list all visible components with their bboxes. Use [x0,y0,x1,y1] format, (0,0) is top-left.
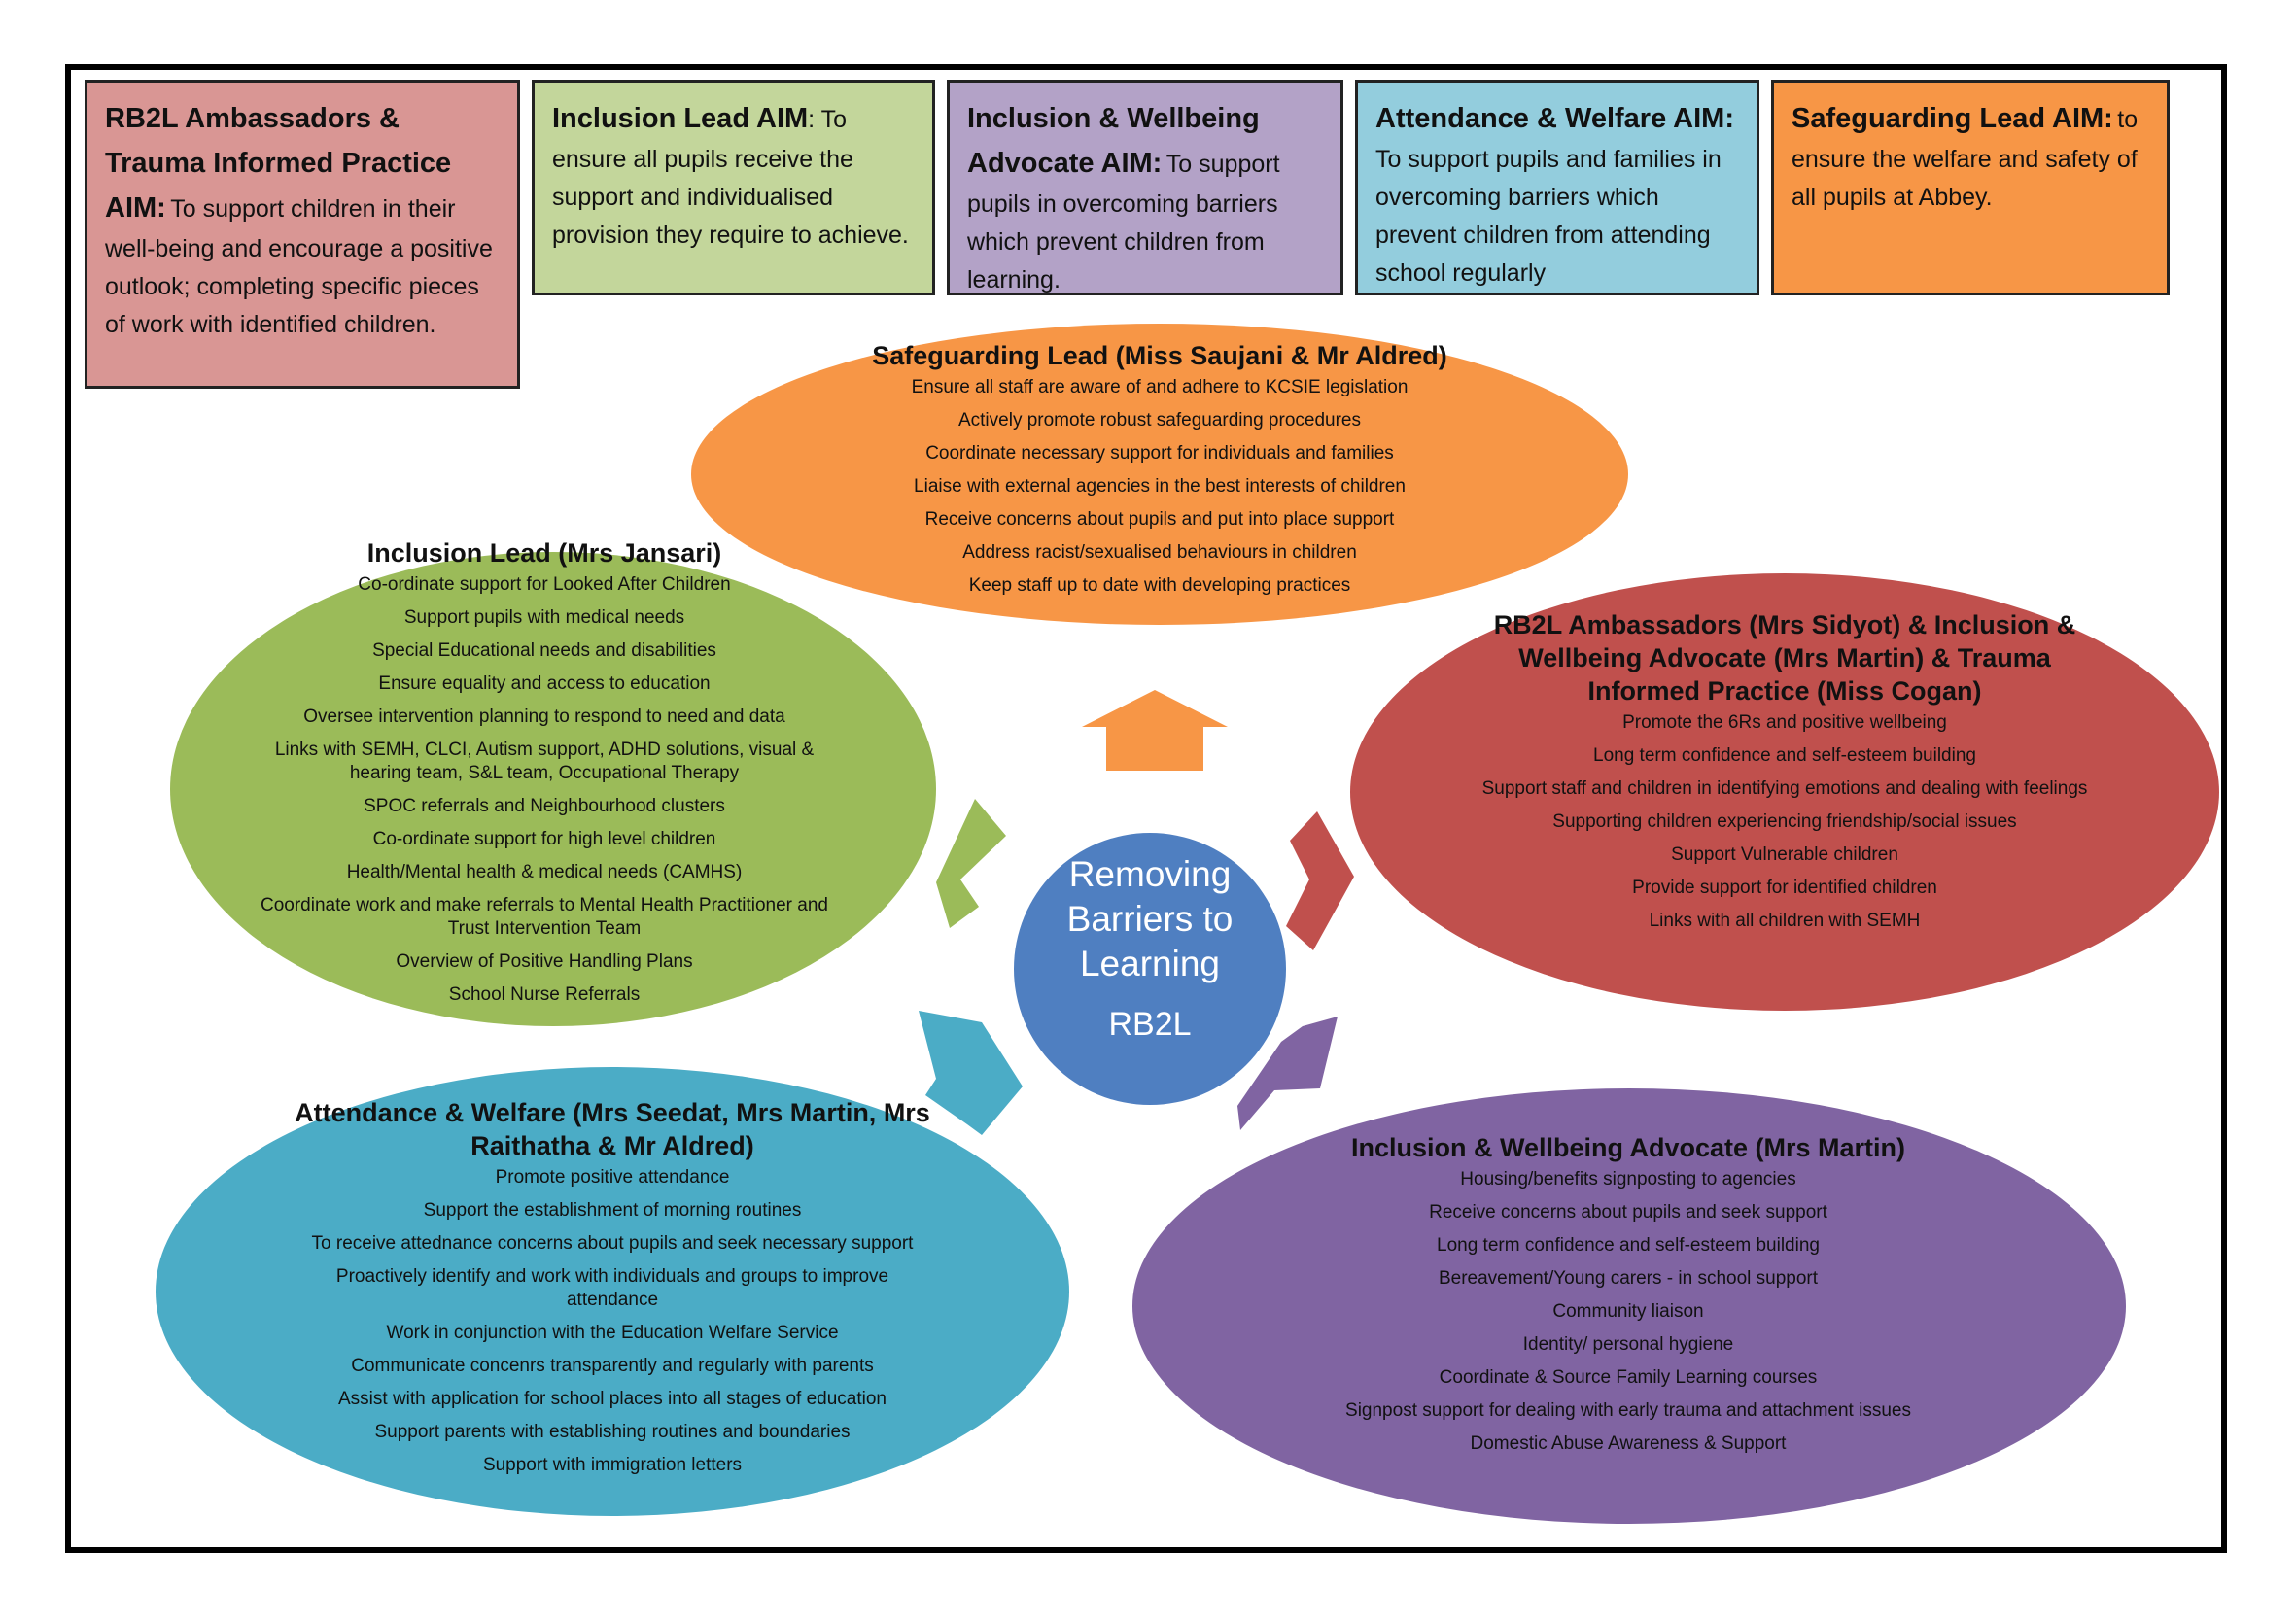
center-circle: Removing Barriers to Learning RB2L [1014,833,1286,1105]
list-item: SPOC referrals and Neighbourhood cluster… [364,796,725,816]
section-heading: RB2L Ambassadors (Mrs Sidyot) & Inclusio… [1493,610,2076,706]
rb2l-block: RB2L Ambassadors (Mrs Sidyot) & Inclusio… [1480,608,2089,943]
aim-title: Safeguarding Lead AIM: [1792,103,2113,134]
list-item: Coordinate & Source Family Learning cour… [1439,1367,1818,1388]
list-item: Ensure equality and access to education [378,673,711,694]
ellipse-attendance [156,1067,1069,1516]
list-item: Proactively identify and work with indiv… [335,1266,889,1310]
aim-title: RB2L Ambassadors & Trauma Informed Pract… [105,103,452,224]
list-item: Special Educational needs and disabiliti… [372,640,716,661]
wellbeing-block: Inclusion & Wellbeing Advocate (Mrs Mart… [1288,1131,1968,1465]
list-item: Promote positive attendance [495,1167,730,1188]
list-item: Work in conjunction with the Education W… [386,1323,839,1343]
list-item: Communicate concenrs transparently and r… [351,1356,874,1376]
list-item: Co-ordinate support for high level child… [372,829,716,849]
list-item: Address racist/sexualised behaviours in … [962,542,1357,563]
down-right-arrow-icon [1237,1017,1338,1130]
list-item: Identity/ personal hygiene [1522,1334,1734,1355]
ellipse-rb2l [1350,573,2219,1011]
item-list: Housing/benefits signposting to agencies… [1288,1168,1968,1456]
list-item: Coordinate necessary support for individ… [925,443,1394,464]
up-arrow-icon [1082,690,1228,771]
list-item: Oversee intervention planning to respond… [303,707,785,727]
item-list: Co-ordinate support for Looked After Chi… [243,573,846,1007]
list-item: Promote the 6Rs and positive wellbeing [1622,712,1947,733]
list-item: Support parents with establishing routin… [374,1422,851,1442]
list-item: Signpost support for dealing with early … [1345,1400,1911,1421]
attendance-block: Attendance & Welfare (Mrs Seedat, Mrs Ma… [292,1096,933,1487]
aim-box-safeguarding: Safeguarding Lead AIM: to ensure the wel… [1771,80,2170,295]
aim-title: Attendance & Welfare AIM: [1375,103,1734,134]
section-heading: Attendance & Welfare (Mrs Seedat, Mrs Ma… [295,1098,930,1160]
inclusion-lead-block: Inclusion Lead (Mrs Jansari) Co-ordinate… [243,536,846,1017]
ellipse-safeguarding [691,324,1628,625]
ellipse-wellbeing [1132,1088,2126,1524]
ellipse-inclusion-lead [170,552,936,1026]
list-item: Keep staff up to date with developing pr… [968,575,1351,596]
list-item: Housing/benefits signposting to agencies [1460,1169,1796,1189]
list-item: Receive concerns about pupils and put in… [924,509,1395,530]
aim-body: to ensure the welfare and safety of all … [1792,106,2139,211]
aim-box-attendance: Attendance & Welfare AIM: To support pup… [1355,80,1759,295]
list-item: To receive attednance concerns about pup… [311,1233,914,1254]
list-item: Overview of Positive Handling Plans [396,951,693,972]
aim-title: Inclusion Lead AIM [552,103,809,134]
list-item: Links with SEMH, CLCI, Autism support, A… [274,740,815,783]
section-heading: Safeguarding Lead (Miss Saujani & Mr Ald… [872,341,1447,370]
list-item: Assist with application for school place… [338,1389,887,1409]
aim-body: To support pupils in overcoming barriers… [967,151,1280,293]
list-item: Co-ordinate support for Looked After Chi… [358,574,731,595]
list-item: Community liaison [1552,1301,1704,1322]
list-item: Long term confidence and self-esteem bui… [1437,1235,1820,1256]
list-item: Support Vulnerable children [1671,844,1898,865]
aim-box-rb2l: RB2L Ambassadors & Trauma Informed Pract… [85,80,520,389]
down-left-arrow-icon [919,1011,1023,1135]
list-item: Liaise with external agencies in the bes… [914,476,1406,497]
list-item: Provide support for identified children [1632,878,1937,898]
aim-box-inclusion-lead: Inclusion Lead AIM: To ensure all pupils… [532,80,935,295]
safeguarding-block: Safeguarding Lead (Miss Saujani & Mr Ald… [837,339,1482,607]
aim-box-wellbeing: Inclusion & Wellbeing Advocate AIM: To s… [947,80,1343,295]
list-item: Support the establishment of morning rou… [423,1200,802,1221]
section-heading: Inclusion & Wellbeing Advocate (Mrs Mart… [1350,1133,1906,1162]
list-item: Support with immigration letters [482,1455,743,1475]
item-list: Promote positive attendance Support the … [292,1166,933,1477]
aim-body: : To ensure all pupils receive the suppo… [552,106,909,249]
section-heading: Inclusion Lead (Mrs Jansari) [366,538,722,568]
list-item: School Nurse Referrals [448,984,641,1005]
center-title: Removing Barriers to Learning [1066,854,1234,983]
left-arrow-icon [936,799,1006,928]
page-frame [65,64,2227,1553]
list-item: Supporting children experiencing friends… [1552,811,2017,832]
right-arrow-icon [1286,811,1354,950]
list-item: Health/Mental health & medical needs (CA… [346,862,743,882]
center-subtitle: RB2L [1108,1006,1192,1043]
aim-title: Inclusion & Wellbeing Advocate AIM: [967,103,1260,179]
list-item: Domestic Abuse Awareness & Support [1470,1433,1787,1454]
list-item: Bereavement/Young carers - in school sup… [1438,1268,1819,1289]
item-list: Ensure all staff are aware of and adhere… [837,376,1482,598]
aim-body: To support pupils and families in overco… [1375,146,1722,287]
list-item: Links with all children with SEMH [1649,911,1921,931]
list-item: Long term confidence and self-esteem bui… [1593,745,1976,766]
list-item: Ensure all staff are aware of and adhere… [911,377,1409,397]
list-item: Actively promote robust safeguarding pro… [957,410,1361,431]
aim-body: To support children in their well-being … [105,195,493,338]
item-list: Promote the 6Rs and positive wellbeing L… [1480,711,2089,933]
list-item: Support staff and children in identifyin… [1481,778,2088,799]
list-item: Coordinate work and make referrals to Me… [260,895,828,939]
list-item: Support pupils with medical needs [403,607,685,628]
list-item: Receive concerns about pupils and seek s… [1429,1202,1827,1223]
